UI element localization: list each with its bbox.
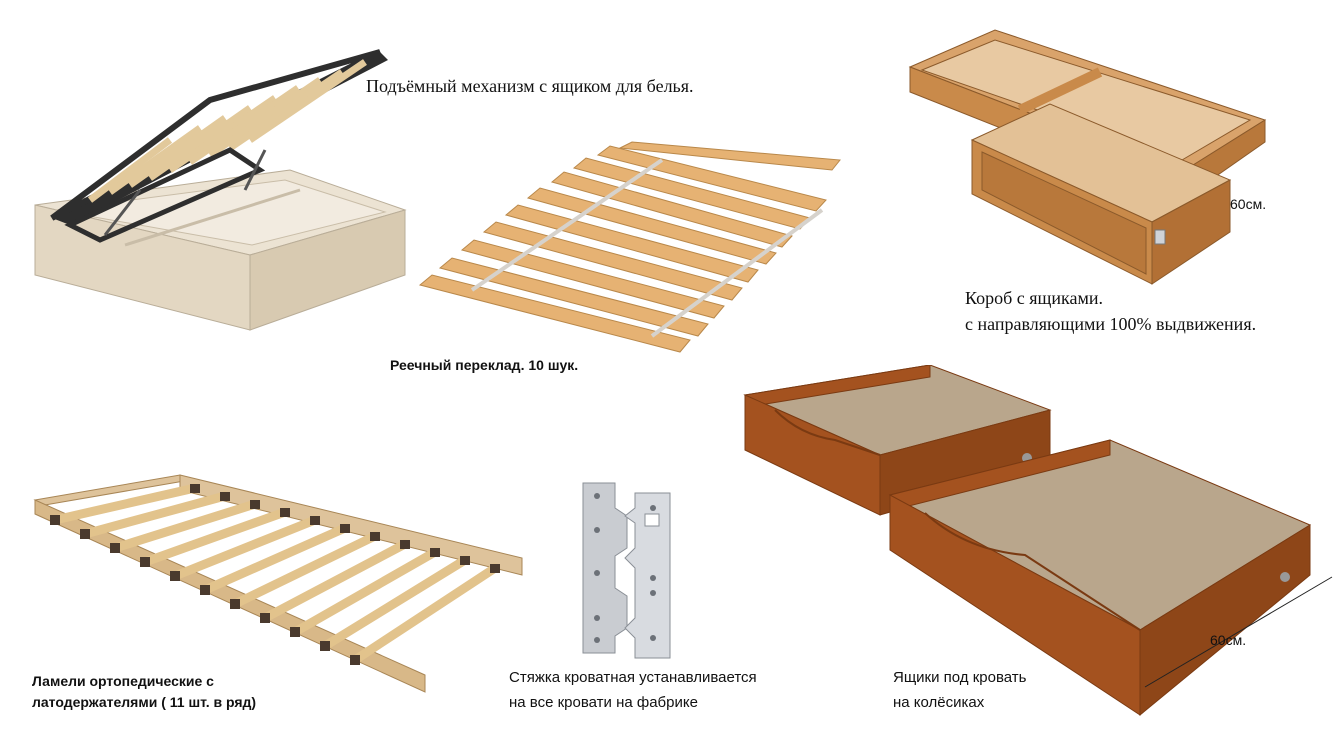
- lamels-caption-line2: латодержателями ( 11 шт. в ряд): [32, 694, 257, 710]
- slatted-base-caption: Реечный переклад. 10 шук.: [390, 357, 579, 373]
- slatted-base-image: [418, 141, 841, 353]
- lift-mechanism-bed-image: [34, 49, 407, 331]
- box-with-drawers-image: [908, 29, 1267, 285]
- box-dimension-label: 60см.: [1230, 196, 1267, 212]
- bracket-caption-line2: на все кровати на фабрике: [509, 694, 698, 711]
- drawers-caption-line2: на колёсиках: [893, 694, 985, 711]
- orthopedic-lamels-image: [33, 474, 523, 693]
- box-with-drawers-caption-line1: Короб с ящиками.: [965, 288, 1104, 308]
- under-bed-drawers-image: [743, 365, 1333, 717]
- drawers-dimension-label: 60см.: [1210, 632, 1247, 648]
- lamels-caption-line1: Ламели ортопедические с: [32, 673, 214, 689]
- drawers-caption-line1: Ящики под кровать: [893, 669, 1027, 686]
- bracket-caption-line1: Стяжка кроватная устанавливается: [509, 669, 757, 686]
- bed-bracket-image: [582, 482, 671, 659]
- box-with-drawers-caption-line2: с направляющими 100% выдвижения.: [965, 314, 1257, 334]
- lift-mechanism-caption: Подъёмный механизм с ящиком для белья.: [366, 76, 694, 96]
